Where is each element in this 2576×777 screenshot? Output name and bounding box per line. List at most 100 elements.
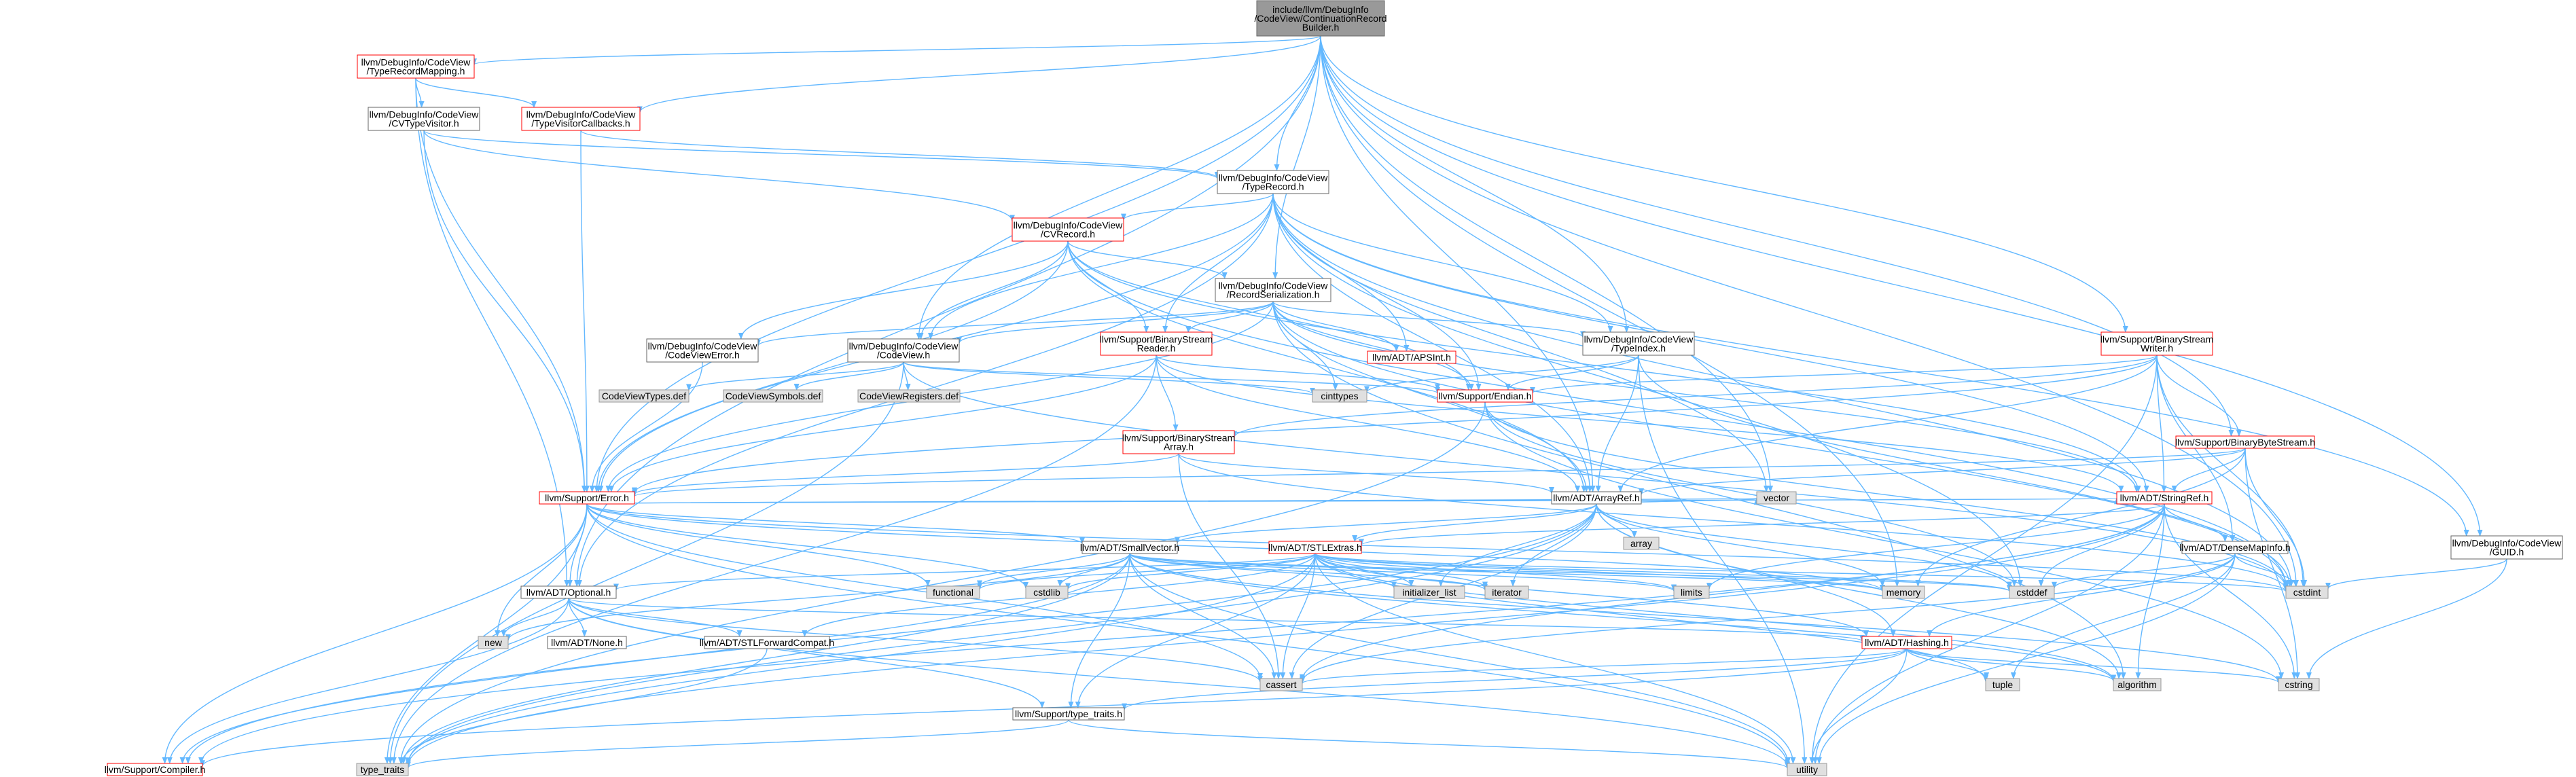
node-compiler[interactable]: llvm/Support/Compiler.h	[105, 763, 206, 776]
node-label-bsa-1: Array.h	[1164, 441, 1194, 452]
edge-bsw-to-bbs	[2156, 355, 2242, 437]
edge-cvr-to-cv	[918, 240, 1069, 340]
node-label-guid-0: llvm/DebugInfo/CodeView	[2452, 538, 2562, 549]
edge-root-to-optional	[574, 35, 1321, 587]
edge-rs-to-apsint	[1272, 301, 1399, 352]
node-type_traits: type_traits	[356, 763, 409, 776]
edge-root-to-guid	[1320, 35, 2483, 537]
edge-cvr-to-rs	[1067, 240, 1228, 279]
edge-arrayref-to-initlist	[1438, 503, 1597, 587]
node-stlextras[interactable]: llvm/ADT/STLExtras.h	[1268, 541, 1362, 554]
node-label-hashing-0: llvm/ADT/Hashing.h	[1865, 637, 1949, 648]
edge-bsw-to-error	[632, 355, 2158, 494]
edge-bsr-to-arrayref	[1156, 355, 1581, 492]
node-smallvector[interactable]: llvm/ADT/SmallVector.h	[1080, 541, 1179, 554]
node-endian[interactable]: llvm/Support/Endian.h	[1437, 389, 1533, 403]
edge-bsa-to-cstdint	[1178, 453, 2289, 591]
edge-trm-to-optional	[415, 77, 570, 587]
node-label-cverr-0: llvm/DebugInfo/CodeView	[648, 341, 758, 352]
node-cvsym: CodeViewSymbols.def	[723, 389, 823, 403]
node-label-cvr-0: llvm/DebugInfo/CodeView	[1014, 220, 1124, 231]
node-none[interactable]: llvm/ADT/None.h	[547, 636, 627, 649]
edge-cvtv-to-tr	[423, 130, 1220, 179]
edge-bsr-to-type_traits	[391, 355, 1157, 764]
node-rs[interactable]: llvm/DebugInfo/CodeView/RecordSerializat…	[1215, 278, 1331, 302]
node-label-cvsym-0: CodeViewSymbols.def	[726, 391, 821, 401]
node-label-densemapinfo-0: llvm/ADT/DenseMapInfo.h	[2179, 542, 2290, 553]
edge-rs-to-cstdint	[1272, 301, 2289, 588]
node-ti[interactable]: llvm/DebugInfo/CodeView/TypeIndex.h	[1582, 331, 1695, 356]
node-arrayref[interactable]: llvm/ADT/ArrayRef.h	[1551, 491, 1642, 505]
node-hashing[interactable]: llvm/ADT/Hashing.h	[1861, 636, 1952, 649]
node-functional: functional	[926, 585, 980, 599]
node-optional[interactable]: llvm/ADT/Optional.h	[520, 585, 617, 599]
node-typetraits_h[interactable]: llvm/Support/type_traits.h	[1012, 707, 1125, 721]
node-layer: include/llvm/DebugInfo/CodeView/Continua…	[105, 0, 2563, 776]
node-label-stlfwd-0: llvm/ADT/STLForwardCompat.h	[700, 637, 834, 648]
node-error[interactable]: llvm/Support/Error.h	[539, 491, 635, 505]
edge-tr-to-ti	[1272, 193, 1613, 333]
edge-typetraits_h-to-utility	[1068, 719, 1790, 770]
node-densemapinfo[interactable]: llvm/ADT/DenseMapInfo.h	[2179, 541, 2291, 554]
edge-arrayref-to-cstddef	[1596, 503, 2012, 589]
node-cverr[interactable]: llvm/DebugInfo/CodeView/CodeViewError.h	[646, 338, 759, 363]
edge-stringref-to-cassert	[1300, 503, 2165, 681]
edge-cvr-to-error	[595, 240, 1069, 492]
node-box-cstdint	[2285, 585, 2329, 599]
edge-bsa-to-error	[632, 453, 1179, 495]
node-box-arrayref	[1551, 491, 1642, 505]
node-label-root-2: Builder.h	[1302, 22, 1339, 33]
node-label-ti-1: /TypeIndex.h	[1611, 343, 1666, 354]
node-box-array	[1623, 537, 1660, 550]
edge-densemapinfo-to-cstdint	[2234, 553, 2299, 587]
node-box-functional	[926, 585, 980, 599]
edge-bsw-to-bsa	[1232, 355, 2158, 438]
node-cvtv[interactable]: llvm/DebugInfo/CodeView/CVTypeVisitor.h	[368, 107, 480, 131]
node-label-utility-0: utility	[1796, 764, 1818, 775]
node-label-ti-0: llvm/DebugInfo/CodeView	[1584, 334, 1694, 345]
node-cvtypes: CodeViewTypes.def	[598, 389, 690, 403]
node-label-limits-0: limits	[1681, 587, 1702, 598]
edge-smallvector-to-functional	[977, 553, 1130, 588]
node-cvr[interactable]: llvm/DebugInfo/CodeView/CVRecord.h	[1012, 217, 1124, 242]
edge-cv-to-type_traits	[387, 361, 904, 764]
node-root[interactable]: include/llvm/DebugInfo/CodeView/Continua…	[1254, 0, 1387, 37]
node-label-memory-0: memory	[1886, 587, 1921, 598]
edge-endian-to-cstddef	[1484, 401, 2018, 587]
edge-error-to-cstdint	[586, 503, 2289, 592]
node-label-tvc-0: llvm/DebugInfo/CodeView	[526, 109, 637, 120]
node-label-cvtypes-0: CodeViewTypes.def	[602, 391, 686, 401]
node-apsint[interactable]: llvm/ADT/APSInt.h	[1367, 350, 1456, 364]
edge-root-to-bbs	[1320, 35, 2234, 437]
node-label-cassert-0: cassert	[1266, 679, 1296, 690]
edge-bbs-to-cstdint	[2244, 448, 2308, 587]
node-label-cstring-0: cstring	[2285, 679, 2312, 690]
edge-smallvector-to-typetraits_h	[1068, 553, 1130, 708]
node-cstring: cstring	[2278, 678, 2320, 691]
node-stringref[interactable]: llvm/ADT/StringRef.h	[2116, 491, 2213, 505]
node-iterator: iterator	[1484, 585, 1529, 599]
node-label-cvtv-1: /CVTypeVisitor.h	[389, 118, 459, 129]
node-label-error-0: llvm/Support/Error.h	[545, 492, 629, 503]
node-box-root	[1256, 0, 1385, 37]
node-tr[interactable]: llvm/DebugInfo/CodeView/TypeRecord.h	[1217, 170, 1329, 194]
edge-root-to-cv	[916, 35, 1321, 340]
node-label-stlextras-0: llvm/ADT/STLExtras.h	[1268, 542, 1362, 553]
node-cv[interactable]: llvm/DebugInfo/CodeView/CodeView.h	[847, 338, 960, 363]
node-label-initlist-0: initializer_list	[1402, 587, 1456, 598]
node-guid[interactable]: llvm/DebugInfo/CodeView/GUID.h	[2450, 535, 2563, 560]
node-stlfwd[interactable]: llvm/ADT/STLForwardCompat.h	[700, 636, 834, 649]
node-bbs[interactable]: llvm/Support/BinaryByteStream.h	[2175, 435, 2315, 449]
node-box-smallvector	[1081, 541, 1178, 554]
node-label-smallvector-0: llvm/ADT/SmallVector.h	[1080, 542, 1179, 553]
edge-cvr-to-cverr	[738, 240, 1069, 340]
node-tvc[interactable]: llvm/DebugInfo/CodeView/TypeVisitorCallb…	[521, 107, 641, 131]
edge-trm-to-error	[415, 77, 588, 492]
edge-stlextras-to-typetraits_h	[1075, 553, 1316, 708]
node-trm[interactable]: llvm/DebugInfo/CodeView/TypeRecordMappin…	[357, 54, 475, 79]
node-box-memory	[1882, 585, 1925, 599]
edge-densemapinfo-to-cassert	[1300, 553, 2236, 683]
